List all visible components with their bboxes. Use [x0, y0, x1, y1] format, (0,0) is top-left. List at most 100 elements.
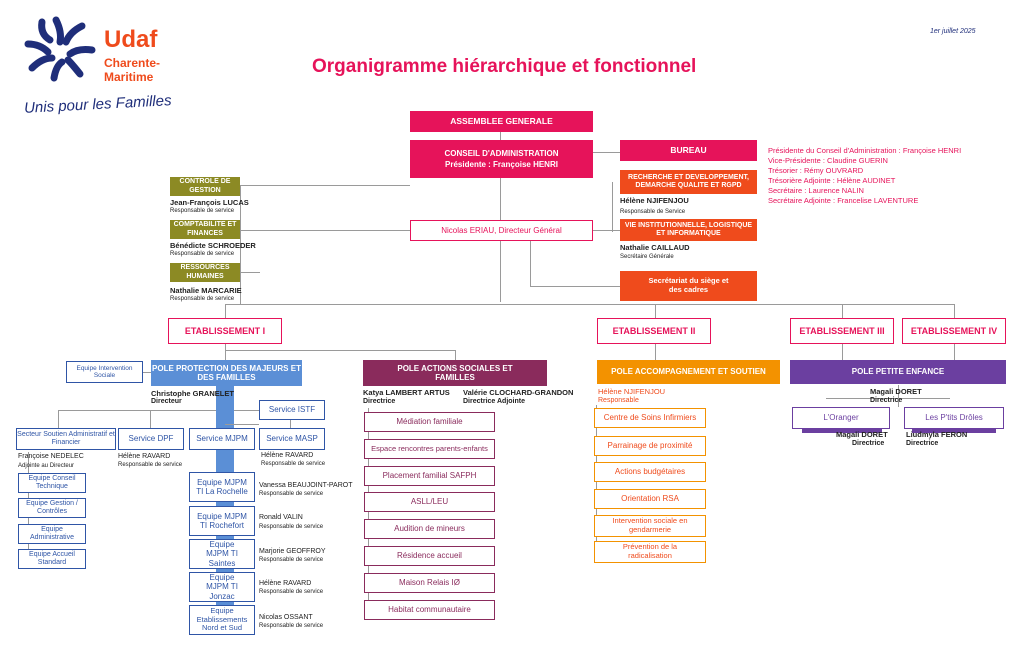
connector — [225, 344, 226, 360]
equipe-mjpm-saintes: Equipe MJPM TI Saintes — [189, 539, 255, 569]
service-dpf-name: Hélène RAVARD — [118, 453, 171, 460]
ca-title: CONSEIL D'ADMINISTRATION — [444, 148, 559, 158]
mjpm-rochefort-name: Ronald VALIN — [259, 514, 303, 521]
secteur-soutien-box: Secteur Soutien Administratif et Financi… — [16, 428, 116, 450]
accompagnement-item: Centre de Soins Infirmiers — [594, 408, 706, 428]
connector — [655, 344, 656, 360]
etablissement-3: ETABLISSEMENT III — [790, 318, 894, 344]
accompagnement-item: Actions budgétaires — [594, 462, 706, 482]
etablissement-1: ETABLISSEMENT I — [168, 318, 282, 344]
pole-enfance-header: POLE PETITE ENFANCE — [790, 360, 1006, 384]
sociales-item: Habitat communautaire — [364, 600, 495, 620]
director-box: Nicolas ERIAU, Directeur Général — [410, 220, 593, 241]
mjpm-saintes-role: Responsable de service — [259, 557, 324, 563]
secteur-soutien-role: Adjointe au Directeur — [18, 463, 75, 469]
recherche-name: Hélène NJIFENJOU — [620, 196, 689, 205]
conseil-administration-box: CONSEIL D'ADMINISTRATION Présidente : Fr… — [410, 140, 593, 178]
ressources-humaines-name: Nathalie MARCARIE — [170, 286, 242, 295]
equipe-conseil-box: Equipe Conseil Technique — [18, 473, 86, 493]
connector — [826, 398, 950, 399]
service-mjpm-box: Service MJPM — [189, 428, 255, 450]
pole-sociales-head2-role: Directrice Adjointe — [463, 398, 525, 405]
equipe-administrative-box: Equipe Administrative — [18, 524, 86, 544]
connector — [612, 182, 613, 232]
connector — [954, 304, 955, 318]
connector — [225, 424, 259, 425]
service-masp-name: Hélène RAVARD — [261, 452, 314, 459]
oranger-role: Directrice — [852, 440, 885, 447]
ptits-droles-name: Liudmyla FERON — [906, 430, 968, 439]
pole-protection-head-role: Directeur — [151, 398, 182, 405]
page-title: Organigramme hiérarchique et fonctionnel — [312, 56, 697, 77]
connector — [240, 185, 241, 305]
connector — [593, 230, 620, 231]
secteur-soutien-name: Françoise NEDELEC — [18, 453, 84, 460]
equipe-mjpm-jonzac: Equipe MJPM TI Jonzac — [189, 572, 255, 602]
accompagnement-item: Prévention de la radicalisation — [594, 541, 706, 563]
equipe-gestion-box: Equipe Gestion / Contrôles — [18, 498, 86, 518]
mjpm-jonzac-role: Responsable de service — [259, 589, 324, 595]
ca-president: Présidente : Françoise HENRI — [445, 160, 558, 169]
connector — [842, 344, 843, 360]
pole-accompagnement-head-role: Responsable — [598, 397, 639, 404]
bureau-member: Trésorière Adjointe : Hélène AUDINET — [768, 176, 896, 185]
vie-institutionnelle-name: Nathalie CAILLAUD — [620, 243, 690, 252]
bureau-members: Présidente du Conseil d'Administration :… — [768, 146, 961, 206]
pole-protection-header: POLE PROTECTION DES MAJEURS ET DES FAMIL… — [151, 360, 302, 386]
bureau-member: Secrétaire Adjointe : Francelise LAVENTU… — [768, 196, 919, 205]
udaf-logo-icon — [24, 16, 96, 82]
pole-sociales-head2-name: Valérie CLOCHARD-GRANDON — [463, 388, 574, 397]
oranger-name: Magali DORET — [836, 430, 888, 439]
controle-gestion-name: Jean-François LUCAS — [170, 198, 249, 207]
bureau-member: Vice-Présidente : Claudine GUERIN — [768, 156, 888, 165]
recherche-box: RECHERCHE ET DEVELOPPEMENT, DEMARCHE QUA… — [620, 170, 757, 194]
service-istf-box: Service ISTF — [259, 400, 325, 420]
mjpm-jonzac-name: Hélène RAVARD — [259, 580, 312, 587]
mjpm-la-rochelle-name: Vanessa BEAUJOINT-PAROT — [259, 482, 353, 489]
ptits-droles-role: Directrice — [906, 440, 939, 447]
oranger-box: L'Oranger — [792, 407, 890, 429]
mjpm-rochefort-role: Responsable de service — [259, 524, 324, 530]
ressources-humaines-box: RESSOURCES HUMAINES — [170, 263, 240, 282]
connector — [143, 372, 151, 373]
oranger-bar — [802, 429, 882, 433]
service-dpf-role: Responsable de service — [118, 462, 183, 468]
sociales-item: Espace rencontres parents-enfants — [364, 439, 495, 459]
sociales-item: Médiation familiale — [364, 412, 495, 432]
connector — [240, 185, 410, 186]
bureau-member: Secrétaire : Laurence NALIN — [768, 186, 864, 195]
connector — [225, 304, 955, 305]
connector — [58, 410, 298, 411]
sociales-item: Placement familial SAFPH — [364, 466, 495, 486]
connector — [225, 304, 226, 318]
service-masp-box: Service MASP — [259, 428, 325, 450]
pole-sociales-head1-name: Katya LAMBERT ARTUS — [363, 388, 450, 397]
equipe-etablissements: Equipe Etablissements Nord et Sud — [189, 605, 255, 635]
connector — [842, 304, 843, 318]
mjpm-la-rochelle-role: Responsable de service — [259, 491, 324, 497]
service-masp-role: Responsable de service — [261, 461, 326, 467]
pole-protection-head-name: Christophe GRANELET — [151, 389, 234, 398]
equipe-mjpm-la-rochelle: Equipe MJPM TI La Rochelle — [189, 472, 255, 502]
secretariat-box: Secrétariat du siège et des cadres — [620, 271, 757, 301]
connector — [954, 344, 955, 360]
etablissements-role: Responsable de service — [259, 623, 324, 629]
bureau-box: BUREAU — [620, 140, 757, 161]
bureau-member: Trésorier : Rémy OUVRARD — [768, 166, 864, 175]
connector — [240, 230, 410, 231]
logo-brand: Udaf — [104, 26, 158, 53]
equipe-intervention-box: Equipe Intervention Sociale — [66, 361, 143, 383]
controle-gestion-role: Responsable de service — [170, 208, 235, 214]
mjpm-saintes-name: Marjorie GEOFFROY — [259, 548, 326, 555]
connector — [455, 350, 456, 360]
accompagnement-item: Orientation RSA — [594, 489, 706, 509]
connector — [898, 385, 899, 407]
logo: Udaf Charente- Maritime Unis pour les Fa… — [22, 14, 192, 124]
accompagnement-item: Parrainage de proximité — [594, 436, 706, 456]
date-label: 1er juillet 2025 — [930, 28, 976, 35]
ptits-droles-bar — [912, 429, 996, 433]
vie-institutionnelle-box: VIE INSTITUTIONNELLE, LOGISTIQUE ET INFO… — [620, 219, 757, 241]
connector — [150, 410, 151, 428]
ressources-humaines-role: Responsable de service — [170, 296, 235, 302]
equipe-accueil-box: Equipe Accueil Standard — [18, 549, 86, 569]
